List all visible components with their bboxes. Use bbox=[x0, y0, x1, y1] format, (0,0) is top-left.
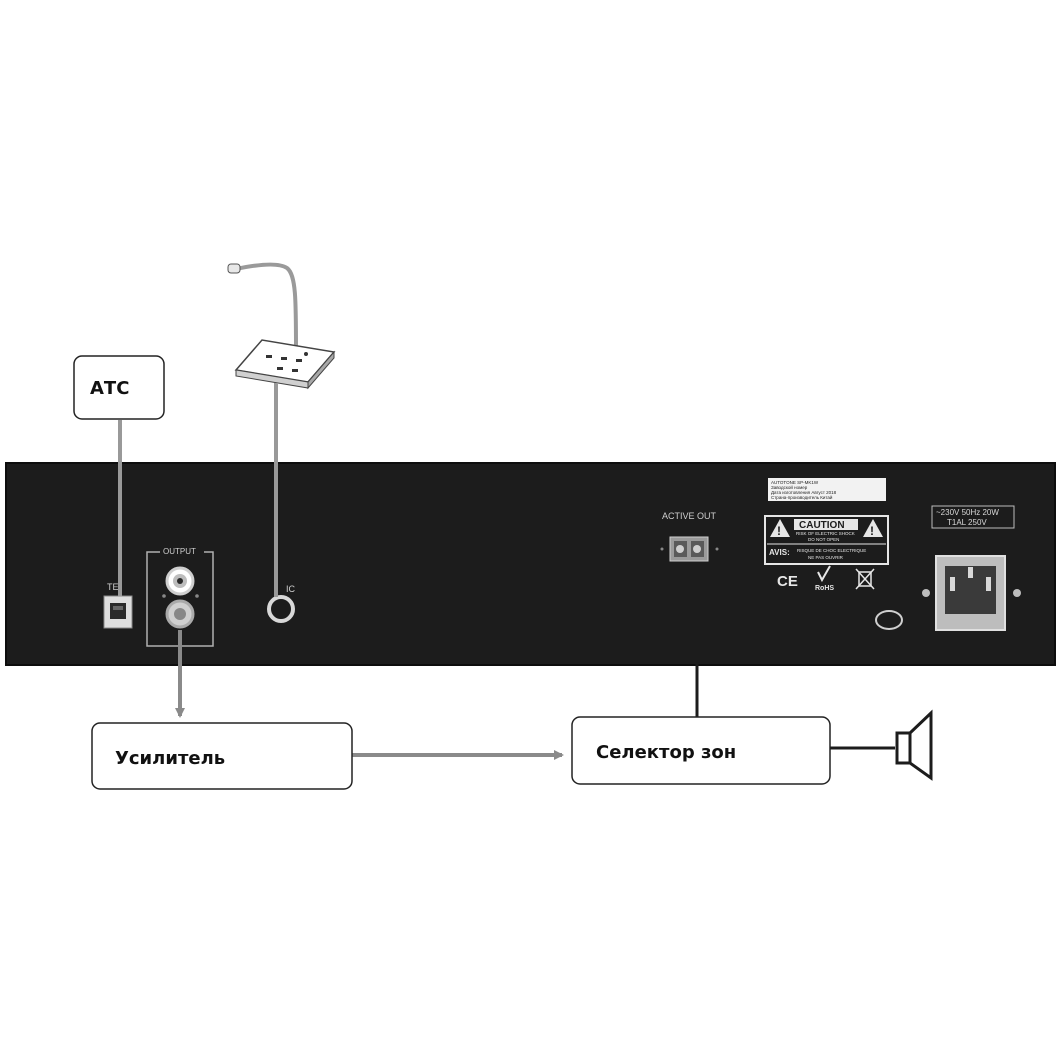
connection-lines bbox=[118, 383, 895, 760]
microphone-console-icon bbox=[227, 262, 336, 390]
power-line-2: T1AL 250V bbox=[947, 518, 987, 527]
sticker-line-3: Дата изготовления Август 2018 bbox=[771, 490, 837, 495]
active-out-label: ACTIVE OUT bbox=[662, 511, 717, 521]
power-line-1: ~230V 50Hz 20W bbox=[936, 508, 999, 517]
rohs-mark: RoHS bbox=[815, 585, 834, 592]
sticker-line-1: AUTOTONE SP-MK1W bbox=[771, 480, 819, 485]
zone-selector-box: Селектор зон bbox=[571, 716, 831, 785]
caution-line-2: DO NOT OPEN bbox=[808, 537, 839, 542]
output-label: OUTPUT bbox=[163, 547, 196, 556]
amplifier-label: Усилитель bbox=[115, 748, 225, 769]
output-section: OUTPUT bbox=[146, 546, 214, 647]
sticker-line-2: Заводской номер bbox=[771, 484, 808, 490]
caution-title: CAUTION bbox=[799, 520, 845, 531]
ce-mark: CE bbox=[777, 573, 798, 590]
sticker-line-4: Страна-производитель Китай bbox=[771, 494, 833, 500]
certification-marks: CE RoHS bbox=[777, 565, 875, 592]
mic-label: IC bbox=[286, 584, 296, 594]
tel-label: TE bbox=[107, 582, 119, 592]
avis-line-2: NE PAS OUVRIR bbox=[808, 555, 844, 560]
device-rear-panel bbox=[5, 462, 1056, 666]
weee-bin-icon bbox=[855, 568, 875, 590]
ats-box: АТС bbox=[73, 355, 165, 420]
ground-screw bbox=[875, 610, 903, 630]
speaker-icon bbox=[895, 709, 933, 781]
power-rating-label: ~230V 50Hz 20W T1AL 250V bbox=[931, 505, 1015, 529]
svg-text:!: ! bbox=[777, 524, 781, 538]
zone-selector-label: Селектор зон bbox=[596, 742, 736, 763]
info-sticker: AUTOTONE SP-MK1W Заводской номер Дата из… bbox=[768, 478, 886, 501]
active-out-terminal: ACTIVE OUT bbox=[660, 511, 719, 562]
mic-jack: IC bbox=[267, 584, 296, 623]
caution-line-1: RISK OF ELECTRIC SHOCK bbox=[796, 531, 855, 536]
caution-label: ! ! CAUTION RISK OF ELECTRIC SHOCK DO NO… bbox=[764, 515, 889, 565]
avis-label: AVIS: bbox=[769, 548, 790, 557]
avis-line-1: RISQUE DE CHOC ELECTRIQUE bbox=[797, 548, 866, 553]
amplifier-box: Усилитель bbox=[91, 722, 353, 790]
svg-text:!: ! bbox=[870, 524, 874, 538]
power-socket bbox=[922, 555, 1021, 631]
ats-label: АТС bbox=[90, 378, 129, 399]
